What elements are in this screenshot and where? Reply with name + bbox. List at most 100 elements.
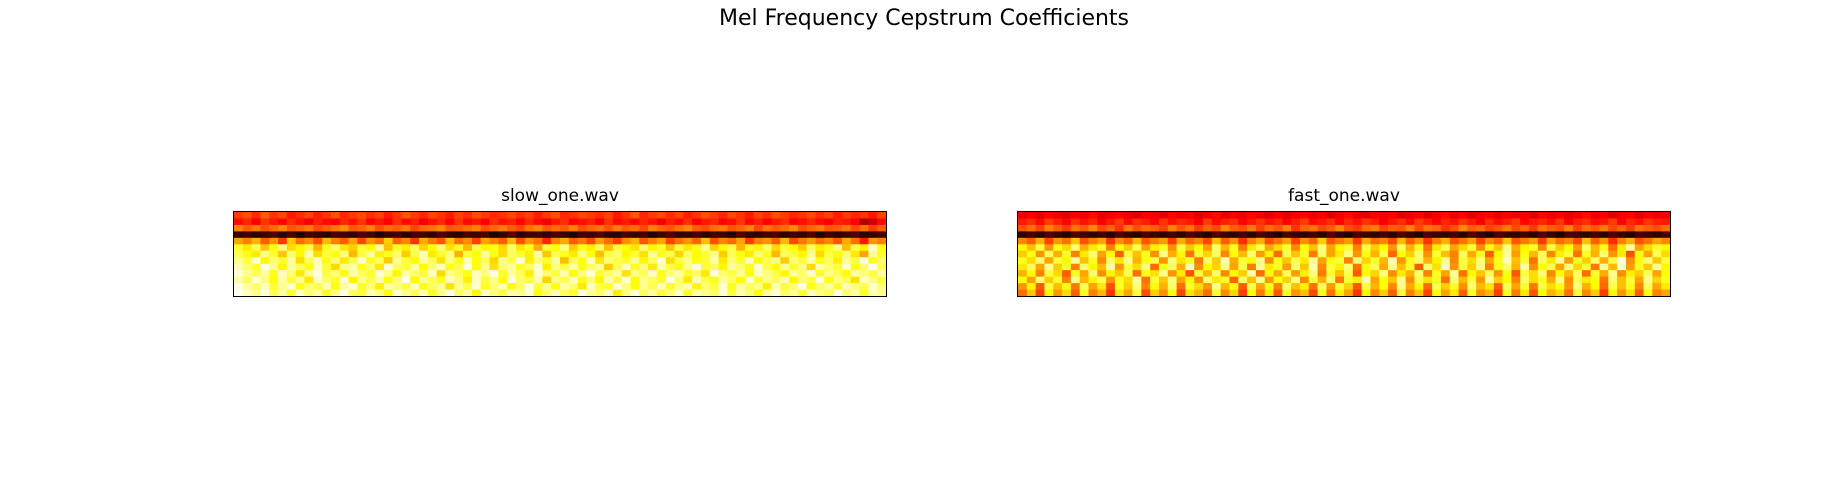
fast-cell-r1-c63 [1573,218,1583,226]
slow-cell-r0-c27 [471,212,482,220]
fast-cell-r5-c4 [1053,244,1063,252]
slow-cell-r12-c19 [401,289,411,297]
slow-cell-r7-c24 [445,257,455,265]
slow-cell-r2-c1 [242,224,253,232]
slow-cell-r1-c35 [542,218,552,226]
fast-cell-r5-c65 [1590,244,1601,252]
slow-cell-r5-c69 [841,244,852,252]
slow-cell-r12-c56 [727,289,737,297]
slow-cell-r1-c18 [392,218,403,226]
slow-cell-r8-c72 [868,263,878,271]
slow-cell-r1-c16 [374,218,385,226]
slow-cell-r11-c66 [815,283,825,291]
fast-cell-r6-c45 [1414,250,1424,258]
slow-cell-r12-c24 [445,289,455,297]
slow-cell-r1-c11 [330,218,341,226]
fast-cell-r3-c40 [1370,231,1380,239]
slow-cell-r6-c5 [278,250,288,258]
slow-cell-r7-c70 [850,257,861,265]
slow-cell-r11-c17 [383,283,394,291]
fast-cell-r5-c7 [1079,244,1090,252]
slow-cell-r10-c42 [604,276,614,284]
slow-cell-r4-c34 [533,237,543,245]
slow-cell-r11-c21 [419,283,429,291]
fast-cell-r10-c57 [1520,276,1530,284]
fast-cell-r1-c47 [1432,218,1442,226]
slow-cell-r5-c57 [736,244,746,252]
fast-cell-r11-c62 [1564,283,1574,291]
slow-cell-r9-c7 [295,270,306,278]
fast-cell-r11-c23 [1220,283,1231,291]
slow-cell-r3-c55 [718,231,729,239]
slow-cell-r9-c17 [383,270,394,278]
slow-cell-r11-c40 [586,283,596,291]
fast-cell-r4-c46 [1423,237,1433,245]
fast-cell-r1-c67 [1608,218,1618,226]
slow-cell-r5-c71 [859,244,869,252]
fast-cell-r1-c16 [1158,218,1169,226]
fast-cell-r6-c40 [1370,250,1380,258]
fast-cell-r6-c57 [1520,250,1530,258]
slow-cell-r1-c48 [656,218,667,226]
slow-cell-r8-c63 [789,263,799,271]
fast-cell-r3-c15 [1150,231,1160,239]
fast-cell-r11-c56 [1511,283,1521,291]
slow-cell-r2-c18 [392,224,403,232]
fast-cell-r7-c61 [1555,257,1565,265]
fast-cell-r8-c3 [1044,263,1054,271]
slow-cell-r10-c57 [736,276,746,284]
fast-cell-r3-c60 [1546,231,1557,239]
slow-cell-r4-c37 [560,237,570,245]
slow-cell-r12-c57 [736,289,746,297]
slow-cell-r10-c22 [427,276,438,284]
slow-cell-r8-c14 [357,263,367,271]
fast-cell-r9-c69 [1625,270,1636,278]
slow-cell-r4-c4 [269,237,279,245]
fast-cell-r1-c34 [1317,218,1327,226]
slow-cell-r3-c17 [383,231,394,239]
slow-cell-r11-c58 [745,283,755,291]
fast-cell-r0-c49 [1449,212,1460,220]
slow-cell-r3-c44 [621,231,632,239]
fast-cell-r1-c48 [1440,218,1451,226]
slow-cell-r10-c70 [850,276,861,284]
slow-cell-r12-c11 [330,289,341,297]
fast-cell-r12-c71 [1643,289,1653,297]
fast-cell-r6-c51 [1467,250,1477,258]
slow-cell-r4-c54 [709,237,720,245]
slow-cell-r3-c32 [515,231,526,239]
fast-cell-r7-c34 [1317,257,1327,265]
fast-cell-r12-c17 [1167,289,1178,297]
slow-cell-r6-c73 [877,250,887,258]
slow-cell-r7-c18 [392,257,403,265]
fast-cell-r9-c7 [1079,270,1090,278]
fast-cell-r3-c21 [1203,231,1213,239]
fast-cell-r10-c47 [1432,276,1442,284]
slow-cell-r0-c59 [753,212,764,220]
fast-cell-r12-c20 [1194,289,1204,297]
fast-cell-r11-c55 [1502,283,1513,291]
fast-cell-r11-c29 [1273,283,1283,291]
slow-cell-r8-c28 [480,263,491,271]
slow-cell-r12-c25 [454,289,464,297]
fast-cell-r12-c64 [1581,289,1592,297]
fast-cell-r10-c68 [1617,276,1627,284]
slow-cell-r3-c62 [780,231,790,239]
fast-cell-r5-c43 [1396,244,1407,252]
fast-cell-r8-c31 [1291,263,1301,271]
slow-cell-r7-c27 [471,257,482,265]
slow-cell-r2-c26 [463,224,473,232]
fast-cell-r9-c64 [1581,270,1592,278]
fast-cell-r1-c26 [1247,218,1257,226]
fast-cell-r7-c67 [1608,257,1618,265]
slow-cell-r2-c65 [806,224,817,232]
slow-cell-r4-c49 [665,237,676,245]
slow-cell-r1-c3 [260,218,270,226]
fast-cell-r6-c3 [1044,250,1054,258]
fast-cell-r4-c33 [1308,237,1319,245]
slow-cell-r10-c2 [251,276,262,284]
fast-cell-r6-c31 [1291,250,1301,258]
slow-cell-r3-c37 [560,231,570,239]
slow-cell-r4-c41 [595,237,605,245]
fast-cell-r5-c16 [1158,244,1169,252]
